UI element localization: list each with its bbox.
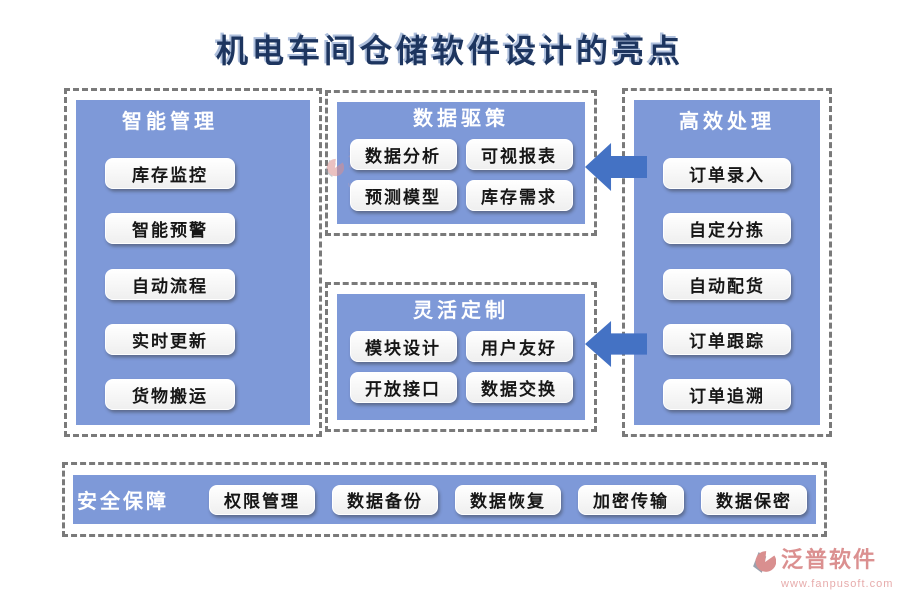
feature-button[interactable]: 数据分析 xyxy=(349,139,457,170)
panel-smart-management-bg xyxy=(76,100,310,425)
panel-efficient-process: 高效处理 订单录入 自定分拣 自动配货 订单跟踪 订单追溯 xyxy=(625,91,829,434)
page-title: 机电车间仓储软件设计的亮点 xyxy=(215,32,684,70)
panel-flexible-custom: 灵活定制 模块设计 用户友好 开放接口 数据交换 xyxy=(328,285,594,429)
panel-data-driven: 数据驱策 数据分析 可视报表 预测模型 库存需求 xyxy=(328,93,594,233)
feature-button[interactable]: 开放接口 xyxy=(349,372,457,403)
fanpu-logo-icon xyxy=(753,551,776,573)
panel-efficient-process-box: 高效处理 订单录入 自定分拣 自动配货 订单跟踪 订单追溯 xyxy=(622,88,832,437)
watermark-brand: 泛普软件 xyxy=(781,547,878,573)
fanpu-watermark: 泛普软件 www.fanpusoft.com xyxy=(752,548,893,591)
feature-button[interactable]: 数据备份 xyxy=(332,484,438,515)
feature-button[interactable]: 加密传输 xyxy=(578,484,684,515)
feature-button[interactable]: 库存需求 xyxy=(465,180,573,211)
feature-button[interactable]: 实时更新 xyxy=(105,323,235,355)
feature-button[interactable]: 数据保密 xyxy=(701,484,807,515)
panel-security: 安全保障 权限管理 数据备份 数据恢复 加密传输 数据保密 xyxy=(65,465,824,534)
panel-smart-management: 智能管理 库存监控 智能预警 自动流程 实时更新 货物搬运 xyxy=(44,91,296,434)
panel-security-header: 安全保障 xyxy=(77,489,169,513)
feature-button[interactable]: 自动配货 xyxy=(663,268,791,300)
fanpu-logo-icon xyxy=(324,158,344,178)
feature-button[interactable]: 订单追溯 xyxy=(663,378,791,410)
feature-button[interactable]: 订单录入 xyxy=(663,158,791,190)
panel-flexible-custom-header: 灵活定制 xyxy=(413,298,509,322)
panel-efficient-process-header: 高效处理 xyxy=(679,109,775,133)
feature-button[interactable]: 数据交换 xyxy=(465,372,573,403)
panel-security-box: 安全保障 权限管理 数据备份 数据恢复 加密传输 数据保密 xyxy=(62,462,827,537)
panel-flexible-custom-box: 灵活定制 模块设计 用户友好 开放接口 数据交换 xyxy=(325,282,597,432)
feature-button[interactable]: 用户友好 xyxy=(465,331,573,362)
panel-data-driven-box: 泛普软件 www.fanpusoft.com 数据驱策 数据分析 可视报表 预测… xyxy=(324,90,597,236)
panel-smart-management-box: 智能管理 库存监控 智能预警 自动流程 实时更新 货物搬运 xyxy=(64,88,322,437)
feature-button[interactable]: 自定分拣 xyxy=(663,213,791,245)
feature-button[interactable]: 智能预警 xyxy=(105,213,235,245)
feature-button[interactable]: 模块设计 xyxy=(349,331,457,362)
watermark-url: www.fanpusoft.com xyxy=(781,578,894,590)
feature-button[interactable]: 库存监控 xyxy=(105,158,235,190)
panel-security-bg xyxy=(73,475,816,524)
feature-button[interactable]: 可视报表 xyxy=(465,139,573,170)
feature-button[interactable]: 权限管理 xyxy=(209,484,315,515)
panel-data-driven-header: 数据驱策 xyxy=(413,106,509,130)
feature-button[interactable]: 货物搬运 xyxy=(105,378,235,410)
feature-button[interactable]: 预测模型 xyxy=(349,180,457,211)
feature-button[interactable]: 自动流程 xyxy=(105,268,235,300)
feature-button[interactable]: 数据恢复 xyxy=(455,484,561,515)
feature-button[interactable]: 订单跟踪 xyxy=(663,323,791,355)
panel-efficient-process-bg xyxy=(634,100,820,425)
panel-smart-management-header: 智能管理 xyxy=(122,109,218,133)
